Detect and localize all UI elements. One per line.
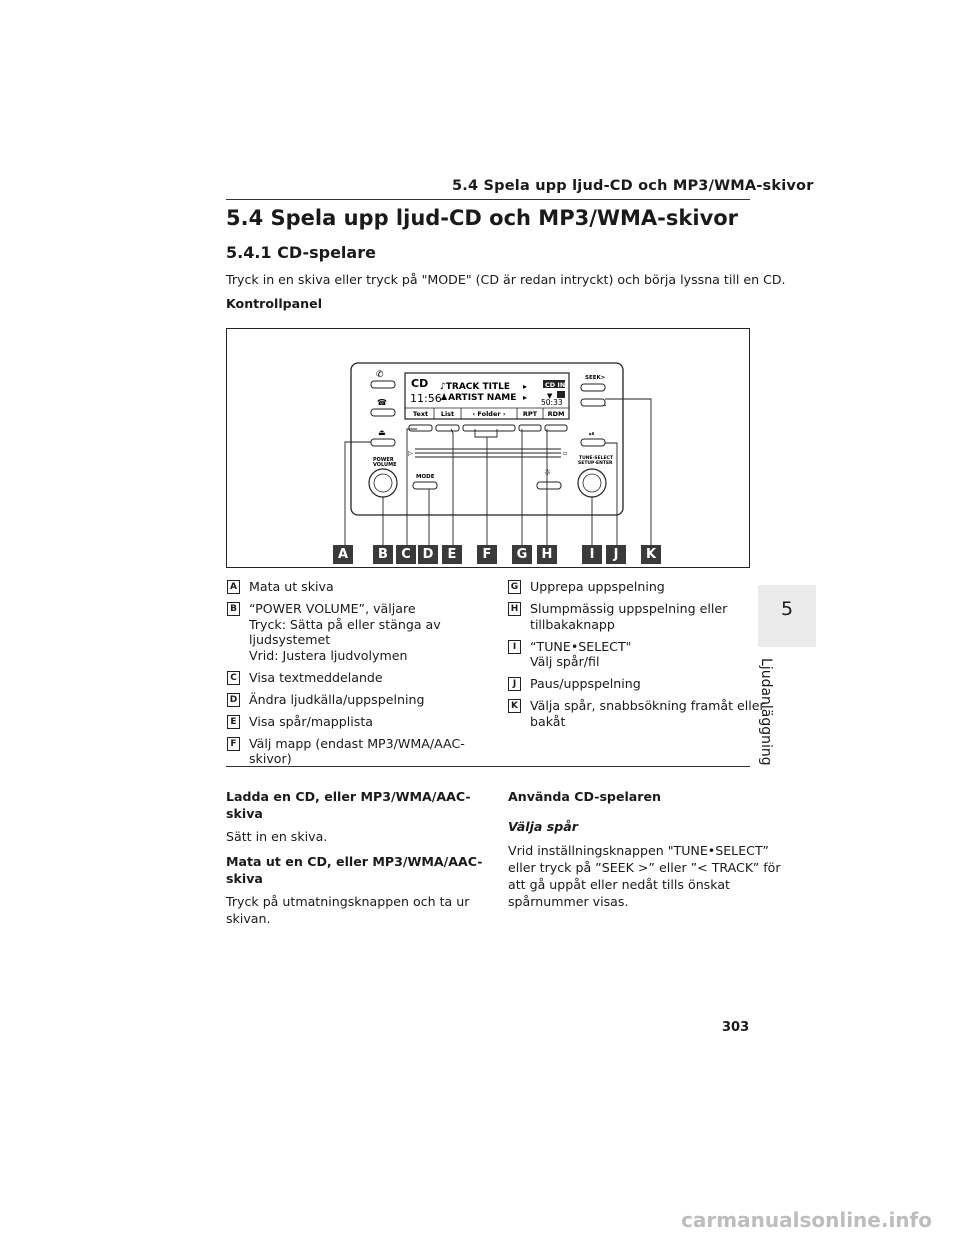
callout-i: I — [582, 545, 602, 564]
svg-text:▼: ▼ — [547, 392, 553, 400]
chapter-number: 5 — [780, 598, 794, 620]
display-elapsed: 50:33 — [541, 398, 563, 407]
chapter-tab — [758, 585, 816, 647]
callout-a: A — [333, 545, 353, 564]
callout-b: B — [373, 545, 393, 564]
display-mode: CD — [411, 377, 428, 390]
panel-heading: Kontrollpanel — [226, 296, 323, 311]
callout-k: K — [641, 545, 661, 564]
chapter-label: Ljudanläggning — [758, 658, 774, 766]
legend-key: D — [227, 692, 240, 707]
legend-key: F — [227, 736, 240, 751]
svg-text:▸: ▸ — [523, 382, 527, 391]
intro-text: Tryck in en skiva eller tryck på "MODE" … — [226, 272, 786, 287]
legend-key: G — [508, 580, 521, 594]
callout-e: E — [442, 545, 462, 564]
control-panel-figure: CD 11:56 ♪TRACK TITLE ♟ARTIST NAME ▸ ▸ C… — [226, 328, 750, 568]
legend-key: J — [508, 677, 521, 691]
legend-key: K — [508, 699, 521, 713]
callout-f: F — [477, 545, 497, 564]
soft-button-label: RDM — [548, 410, 565, 418]
callout-d: D — [418, 545, 438, 564]
heading-use: Använda CD-spelaren — [508, 789, 662, 804]
page-number: 303 — [722, 1020, 750, 1035]
legend-key: C — [227, 670, 240, 685]
control-panel-illustration: CD 11:56 ♪TRACK TITLE ♟ARTIST NAME ▸ ▸ C… — [344, 362, 652, 545]
legend-text: Visa spår/mapplista — [249, 713, 374, 729]
seek-label: SEEK> — [585, 375, 606, 381]
display-track-title: ♪TRACK TITLE — [440, 382, 510, 392]
eject-button — [370, 438, 396, 447]
load-text: Sätt in en skiva. — [226, 829, 328, 844]
svg-text:▷: ▷ — [408, 450, 413, 457]
display-time: 11:56 — [410, 392, 442, 405]
legend-text: Mata ut skiva — [249, 579, 334, 594]
seek-button — [580, 383, 606, 392]
soft-button-label: Text — [413, 410, 428, 418]
soft-key-button — [544, 424, 568, 432]
legend-text: Upprepa uppspelning — [530, 579, 665, 594]
callout-c: C — [396, 545, 416, 564]
running-header: 5.4 Spela upp ljud-CD och MP3/WMA-skivor — [452, 178, 814, 194]
heading-load: Ladda en CD, eller MP3/WMA/AAC- skiva — [226, 789, 471, 821]
mode-button — [412, 481, 438, 490]
brightness-icon: ☼ — [544, 468, 551, 477]
svg-text:VOLUME: VOLUME — [373, 462, 397, 468]
heading-eject: Mata ut en CD, eller MP3/WMA/AAC- skiva — [226, 854, 483, 886]
svg-text:TUNE·SELECT: TUNE·SELECT — [579, 455, 614, 461]
section-title: 5.4 Spela upp ljud-CD och MP3/WMA-skivor — [226, 206, 739, 230]
callout-j: J — [606, 545, 626, 564]
legend-text: Paus/uppspelning — [530, 676, 641, 691]
callout-h: H — [537, 545, 557, 564]
heading-select: Välja spår — [508, 819, 579, 834]
soft-key-button — [462, 424, 516, 432]
play-pause-button — [580, 438, 606, 447]
legend-text: Visa textmeddelande — [249, 669, 383, 685]
legend-key: I — [508, 639, 521, 654]
display-artist-name: ♟ARTIST NAME — [440, 393, 516, 403]
soft-key-button — [518, 424, 542, 432]
legend-text: “TUNE•SELECT"Välj spår/fil — [530, 638, 632, 670]
svg-text:SETUP·ENTER: SETUP·ENTER — [578, 460, 613, 466]
soft-button-label: RPT — [523, 410, 538, 418]
legend-key: H — [508, 602, 521, 616]
legend-rule — [226, 766, 750, 767]
legend-text: Välj mapp (endast MP3/WMA/AAC-skivor) — [249, 735, 465, 767]
soft-key-button — [408, 424, 433, 432]
legend-key: B — [227, 602, 240, 616]
legend-key: A — [227, 580, 240, 594]
soft-button-label: ‹ Folder › — [472, 410, 505, 418]
callout-g: G — [512, 545, 532, 564]
svg-text:✆: ✆ — [376, 370, 384, 380]
svg-text:☎: ☎ — [377, 398, 387, 407]
legend-text: Ändra ljudkälla/uppspelning — [249, 691, 425, 707]
soft-button-label: List — [441, 410, 454, 418]
select-text: Vrid inställningsknappen "TUNE•SELECT” e… — [508, 843, 781, 909]
eject-icon: ⏏ — [378, 428, 386, 437]
mode-label: MODE — [416, 474, 435, 480]
svg-text:▸: ▸ — [523, 393, 527, 402]
soft-key-button — [435, 424, 460, 432]
eject-text: Tryck på utmatningsknappen och ta ur ski… — [226, 894, 470, 926]
display-cd-in: CD IN — [545, 381, 565, 389]
svg-text:▫: ▫ — [563, 450, 567, 457]
legend-key: E — [227, 714, 240, 729]
svg-text:POWER: POWER — [373, 457, 394, 463]
header-rule — [226, 199, 750, 200]
track-button — [580, 398, 606, 407]
subsection-title: 5.4.1 CD-spelare — [226, 243, 376, 262]
watermark: carmanualsonline.info — [681, 1208, 932, 1232]
play-pause-icon: ⏯ — [589, 430, 595, 438]
